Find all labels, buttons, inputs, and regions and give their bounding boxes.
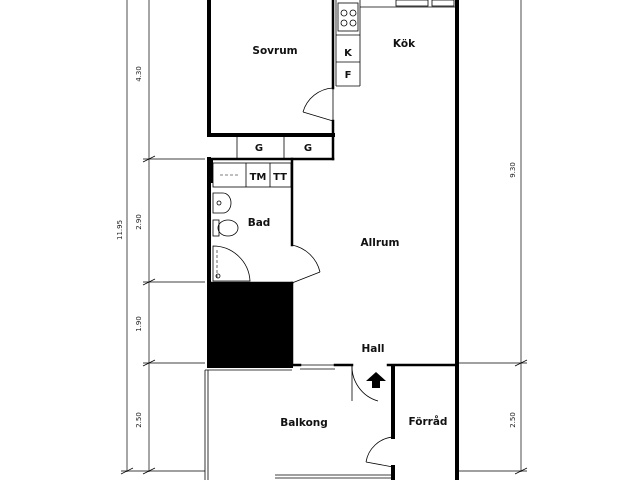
dim-label-left-190: 1.90 xyxy=(135,316,143,332)
walls xyxy=(204,0,459,480)
dim-label-right-250: 2.50 xyxy=(509,412,517,428)
entrance-arrow-icon xyxy=(366,372,386,388)
dim-label-left-250: 2.50 xyxy=(135,412,143,428)
dim-label-left-total: 11.95 xyxy=(116,220,124,240)
wardrobe xyxy=(236,135,285,159)
fixture-label-tt: TT xyxy=(273,172,287,183)
right-dimension-lines xyxy=(458,0,528,475)
bathroom-fixtures xyxy=(212,162,292,282)
fixture-label-g2: G xyxy=(304,143,312,154)
kitchen-fixtures xyxy=(335,0,457,87)
room-label-bad: Bad xyxy=(248,217,271,229)
fixture-label-k: K xyxy=(344,48,353,59)
room-label-forrad: Förråd xyxy=(409,415,448,428)
fixture-label-g1: G xyxy=(255,143,263,154)
room-label-kok: Kök xyxy=(393,38,416,50)
wall-block xyxy=(207,159,213,183)
doors xyxy=(291,87,394,468)
room-label-hall: Hall xyxy=(361,343,384,355)
room-label-allrum: Allrum xyxy=(361,237,400,249)
fixture-label-f: F xyxy=(345,70,352,81)
dim-label-left-290: 2.90 xyxy=(135,214,143,230)
shaft-block xyxy=(207,284,293,368)
room-label-sovrum: Sovrum xyxy=(252,45,297,57)
fixture-label-tm: TM xyxy=(250,172,267,183)
room-label-balkong: Balkong xyxy=(280,417,328,429)
left-dimension-lines xyxy=(120,0,205,475)
dim-label-right-930: 9.30 xyxy=(509,162,517,178)
dim-label-left-430: 4.30 xyxy=(135,66,143,82)
